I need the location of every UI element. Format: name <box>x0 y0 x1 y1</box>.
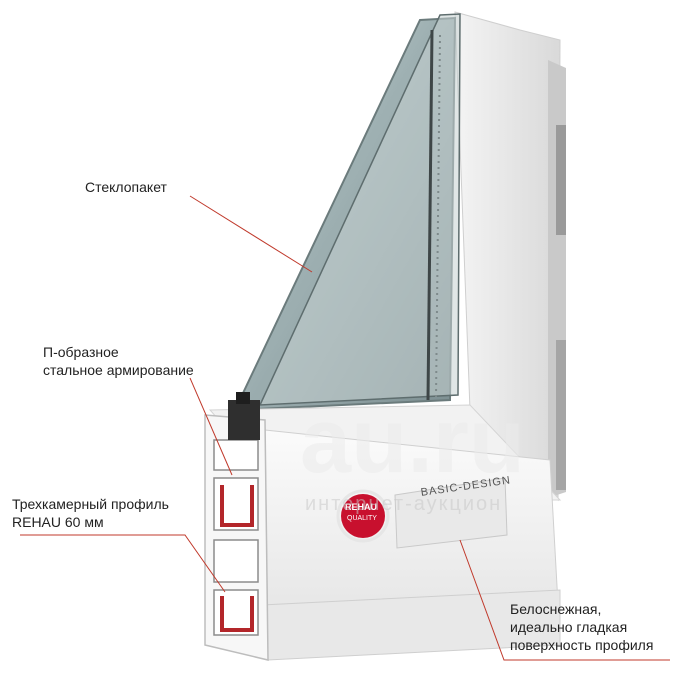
steel-reinforcement-lower <box>220 596 254 632</box>
glazing-bead <box>228 400 260 440</box>
rehau-sticker-badge <box>341 494 385 538</box>
hardware-detail <box>556 125 566 235</box>
leader-line-profile <box>20 534 226 593</box>
rehau-sticker-ring <box>336 489 390 543</box>
leader-line-glass-unit <box>189 195 313 273</box>
label-reinforcement: П-образное стальное армирование <box>43 344 194 378</box>
label-surface: Белоснежная, идеально гладкая поверхност… <box>510 601 654 653</box>
leader-line-reinforcement <box>189 377 233 476</box>
label-profile: Трехкамерный профиль REHAU 60 мм <box>12 496 169 530</box>
hardware-detail <box>556 340 566 490</box>
glass-spacer <box>426 29 434 401</box>
steel-reinforcement <box>220 485 254 527</box>
profile-chamber <box>213 539 259 583</box>
label-glass-unit: Стеклопакет <box>85 179 167 195</box>
basic-design-plate <box>394 477 508 549</box>
glass-unit-back-pane <box>258 13 461 406</box>
sticker-sub-text: QUALITY <box>347 515 377 522</box>
glass-spacer-dots <box>435 34 441 399</box>
profile-chamber <box>213 439 259 471</box>
leader-line-surface <box>459 539 670 661</box>
sticker-brand-text: REHAU <box>345 502 378 512</box>
gasket <box>236 392 250 404</box>
